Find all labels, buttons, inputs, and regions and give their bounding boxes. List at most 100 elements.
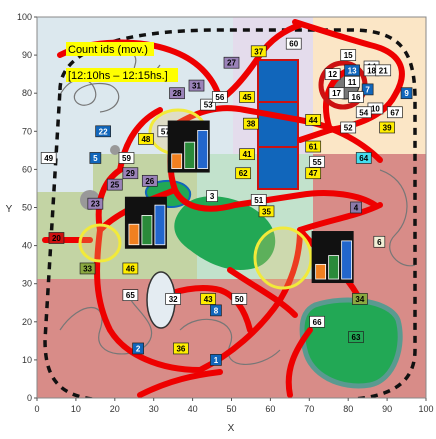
label-number: 43 [204, 295, 213, 304]
label-box [235, 167, 252, 180]
count-bar-1 [171, 153, 183, 169]
attraction-label-60: 60 [285, 37, 302, 50]
label-box [348, 331, 364, 343]
label-number: 37 [254, 47, 263, 56]
label-box [118, 152, 135, 164]
label-number: 31 [192, 82, 201, 91]
label-box [375, 64, 392, 77]
attraction-label-54: 54 [355, 106, 372, 119]
label-box [250, 194, 267, 206]
label-number: 10 [371, 104, 380, 113]
attraction-label-16: 16 [348, 91, 364, 103]
attraction-label-50: 50 [231, 293, 248, 305]
attraction-label-12: 12 [324, 68, 341, 81]
label-number: 49 [44, 154, 53, 163]
attraction-label-44: 44 [305, 114, 322, 126]
attraction-label-8: 8 [210, 304, 222, 317]
label-box [258, 205, 275, 218]
attraction-label-1: 1 [210, 354, 222, 366]
label-number: 6 [377, 238, 382, 247]
count-chart-2 [124, 196, 167, 249]
count-charts [124, 120, 354, 284]
attraction-label-41: 41 [239, 148, 255, 161]
label-number: 45 [243, 93, 252, 102]
count-chart-3 [311, 231, 354, 284]
attraction-label-26: 26 [141, 174, 158, 187]
x-tick-label: 100 [418, 404, 433, 414]
count-bar-1 [128, 223, 140, 246]
label-number: 56 [215, 93, 224, 102]
count-bar-3 [341, 240, 353, 280]
label-box [169, 87, 185, 100]
ride-circle-2 [110, 145, 120, 155]
label-box [344, 64, 360, 77]
attraction-label-17: 17 [328, 87, 345, 100]
label-number: 35 [262, 207, 271, 216]
attraction-label-48: 48 [138, 133, 154, 145]
x-tick-label: 80 [343, 404, 353, 414]
label-box [48, 232, 65, 244]
label-box [79, 262, 96, 275]
label-number: 11 [348, 78, 357, 87]
highlight-loop-west [78, 223, 122, 263]
label-number: 41 [243, 150, 252, 159]
caption-line-2: [12:10hs – 12:15hs.] [68, 70, 168, 82]
label-box [122, 167, 139, 180]
attraction-label-59: 59 [118, 152, 135, 164]
label-number: 36 [176, 344, 185, 353]
label-number: 28 [173, 89, 182, 98]
label-box [387, 106, 403, 119]
count-bar-3 [197, 130, 209, 169]
x-tick-label: 70 [304, 404, 314, 414]
x-axis-label: X [228, 423, 235, 434]
label-box [210, 354, 222, 366]
label-box [89, 152, 102, 164]
label-number: 7 [365, 85, 370, 94]
caption-line-1: Count ids (mov.) [68, 44, 148, 56]
y-tick-label: 70 [22, 126, 32, 136]
label-box [239, 148, 255, 161]
label-box [340, 121, 357, 134]
y-tick-label: 60 [22, 164, 32, 174]
label-number: 33 [83, 264, 92, 273]
attraction-label-37: 37 [250, 45, 267, 58]
label-box [373, 235, 386, 248]
label-box [309, 155, 325, 168]
label-box [200, 293, 217, 305]
label-box [328, 87, 345, 100]
count-bar-1 [315, 263, 327, 280]
label-box [305, 114, 322, 126]
label-box [138, 133, 154, 145]
attraction-label-61: 61 [305, 140, 322, 153]
y-tick-label: 40 [22, 241, 32, 251]
label-number: 8 [214, 306, 219, 315]
label-number: 21 [379, 66, 388, 75]
label-number: 23 [91, 200, 100, 209]
count-chart-1 [167, 120, 210, 173]
label-box [285, 37, 302, 50]
attraction-label-32: 32 [165, 293, 181, 305]
label-number: 20 [52, 234, 61, 243]
attraction-label-21: 21 [375, 64, 392, 77]
attraction-label-20: 20 [48, 232, 65, 244]
label-number: 47 [309, 169, 318, 178]
label-box [122, 262, 139, 275]
attraction-label-56: 56 [211, 91, 228, 103]
label-box [344, 75, 360, 88]
attraction-label-53: 53 [200, 98, 217, 111]
label-number: 15 [344, 51, 353, 60]
y-tick-label: 30 [22, 279, 32, 289]
label-box [165, 293, 181, 305]
x-tick-label: 90 [382, 404, 392, 414]
label-number: 12 [328, 70, 337, 79]
label-number: 4 [354, 204, 359, 213]
attraction-label-62: 62 [235, 167, 252, 180]
label-number: 38 [246, 120, 255, 129]
attraction-label-65: 65 [122, 289, 139, 301]
y-tick-label: 100 [17, 12, 32, 22]
label-number: 3 [210, 192, 215, 201]
label-box [188, 79, 205, 92]
label-number: 53 [204, 101, 213, 110]
count-bar-2 [184, 141, 196, 169]
